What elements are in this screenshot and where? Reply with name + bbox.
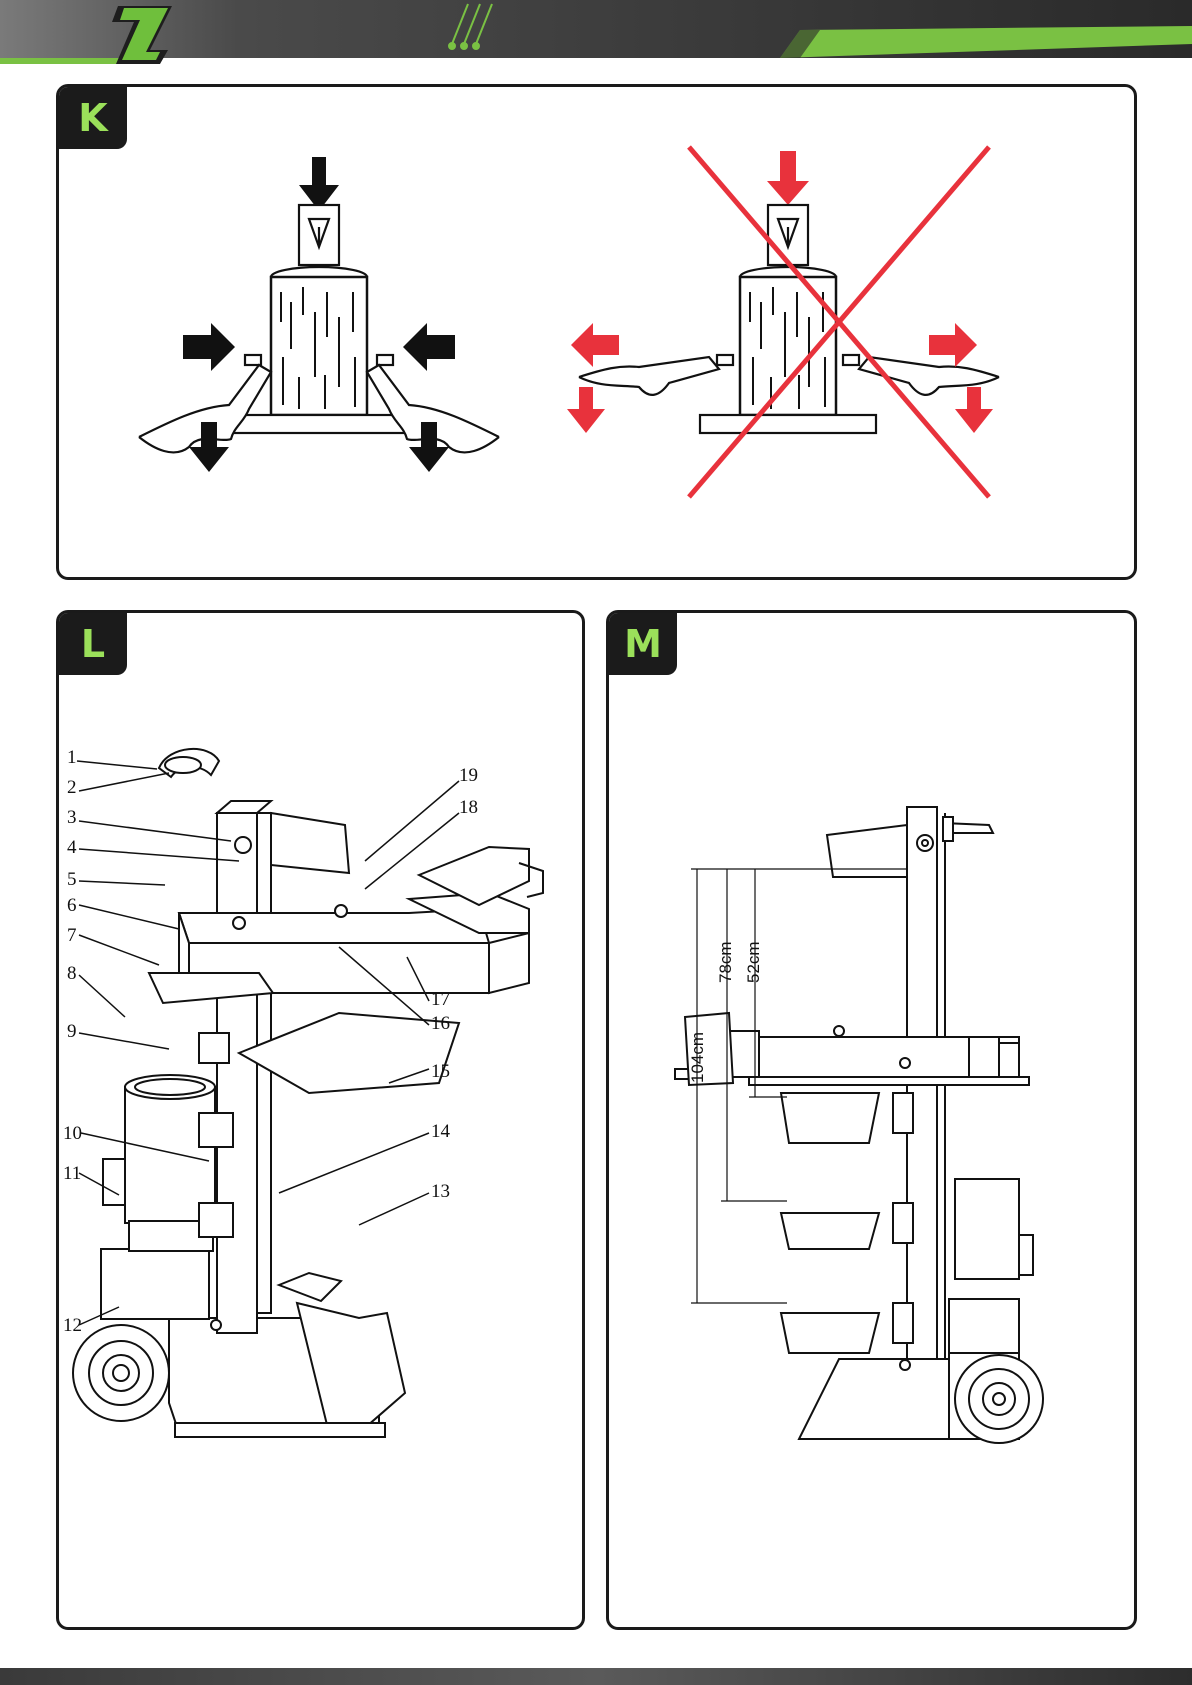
part-number: 4 bbox=[67, 837, 77, 858]
part-number: 16 bbox=[431, 1013, 450, 1034]
footer-band bbox=[0, 1668, 1192, 1685]
down-arrow-red-icon bbox=[767, 151, 809, 205]
prohibited-cross-icon bbox=[689, 147, 989, 497]
table-upper bbox=[781, 1093, 879, 1143]
part-number: 2 bbox=[67, 777, 77, 798]
dimension-78cm: 78cm bbox=[716, 941, 735, 983]
part-number: 11 bbox=[63, 1163, 81, 1184]
part-number: 5 bbox=[67, 869, 77, 890]
part-number: 9 bbox=[67, 1021, 77, 1042]
part-number: 18 bbox=[459, 797, 478, 818]
figure-panel-k: K bbox=[56, 84, 1137, 580]
part-number: 13 bbox=[431, 1181, 450, 1202]
part-number: 6 bbox=[67, 895, 77, 916]
motor bbox=[955, 1179, 1019, 1279]
part-number: 17 bbox=[431, 989, 450, 1010]
pull-left-arrow-icon bbox=[571, 323, 619, 367]
column bbox=[217, 813, 257, 1333]
machine-base bbox=[799, 1359, 955, 1439]
table-middle bbox=[781, 1213, 879, 1249]
part-number: 14 bbox=[431, 1121, 451, 1142]
log-holding-illustration bbox=[59, 87, 1134, 577]
push-right-arrow-icon bbox=[183, 323, 235, 371]
pull-down-red-arrow-icon bbox=[567, 387, 605, 433]
correct-holding-diagram bbox=[139, 157, 499, 452]
log-splitter-side-view-diagram: 104cm 78cm 52cm bbox=[609, 613, 1134, 1627]
dimension-104cm: 104cm bbox=[688, 1032, 707, 1083]
part-number: 10 bbox=[63, 1123, 82, 1144]
part-number: 1 bbox=[67, 747, 77, 768]
dimension-52cm: 52cm bbox=[744, 941, 763, 983]
log-splitter-parts-diagram: 1 2 3 4 5 6 7 8 9 10 11 12 13 14 15 16 1… bbox=[59, 613, 582, 1627]
figure-panel-l: L bbox=[56, 610, 585, 1630]
pull-down-red-arrow-icon bbox=[955, 387, 993, 433]
header-banner bbox=[0, 0, 1192, 64]
incorrect-holding-diagram bbox=[579, 151, 999, 433]
down-arrow-icon bbox=[299, 157, 339, 211]
figure-panel-m: M bbox=[606, 610, 1137, 1630]
part-number: 3 bbox=[67, 807, 77, 828]
push-left-arrow-icon bbox=[403, 323, 455, 371]
part-number: 7 bbox=[67, 925, 77, 946]
part-number: 15 bbox=[431, 1061, 450, 1082]
part-number: 8 bbox=[67, 963, 77, 984]
part-number: 19 bbox=[459, 765, 478, 786]
pull-right-arrow-icon bbox=[929, 323, 977, 367]
table-lower bbox=[781, 1313, 879, 1353]
part-number: 12 bbox=[63, 1315, 82, 1336]
